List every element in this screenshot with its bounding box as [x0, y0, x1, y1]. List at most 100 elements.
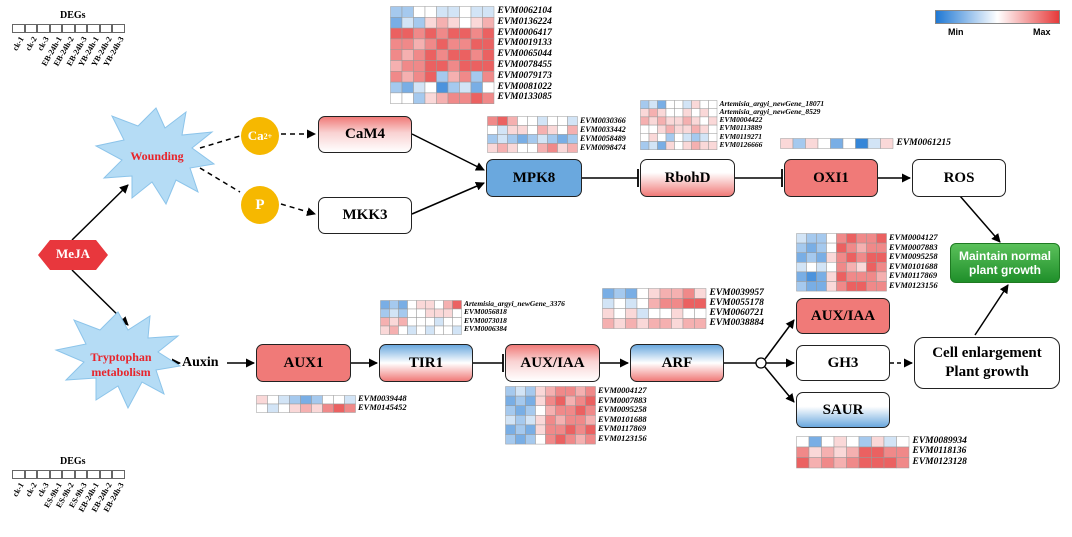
heatmap-cell — [640, 116, 650, 126]
heatmap-cell — [665, 133, 675, 142]
heatmap-cell — [401, 6, 414, 18]
heatmap-cell — [482, 6, 495, 18]
node-gh3-label: GH3 — [827, 354, 859, 371]
heatmap-cell — [545, 386, 556, 397]
heatmap-cell — [625, 318, 638, 329]
heatmap-cell — [821, 436, 835, 448]
heatmap-cell — [547, 134, 558, 144]
heatmap-cell — [883, 436, 897, 448]
node-mpk8: MPK8 — [486, 159, 582, 197]
heatmap-cell — [826, 271, 837, 282]
heatmap-cell — [515, 434, 526, 445]
heatmap-cell — [657, 108, 667, 118]
heatmap-cell — [380, 325, 390, 335]
heatmap-cell — [390, 81, 403, 94]
heatmap-cell — [482, 71, 495, 83]
maintain-label-2: plant growth — [969, 263, 1041, 277]
heatmap-cell — [816, 262, 827, 273]
heatmap-cell — [424, 17, 437, 29]
heatmap-cell — [806, 281, 817, 292]
heatmap-cell — [708, 133, 718, 142]
node-oxi1-label: OXI1 — [813, 169, 849, 186]
heatmap-cell — [555, 434, 566, 445]
meja-label: MeJA — [56, 246, 90, 261]
meja-hexagon — [38, 240, 108, 270]
heatmap-cell — [447, 81, 460, 94]
heatmap-cell — [896, 446, 910, 458]
heatmap-cell — [256, 403, 268, 413]
heatmap-cell — [674, 133, 684, 142]
heatmap-cell — [555, 424, 566, 435]
heatmap-cell — [311, 395, 323, 405]
node-saur-label: SAUR — [822, 401, 864, 418]
heatmap-cell — [507, 125, 518, 135]
heatmap-cell — [547, 116, 558, 126]
heatmap-cell — [497, 134, 508, 144]
heatmap-cell — [674, 124, 684, 134]
heatmap-cell — [424, 81, 437, 94]
calcium-ion-charge: 2+ — [263, 131, 273, 141]
heatmap-cell — [525, 395, 536, 406]
heatmap-cell — [575, 386, 586, 397]
heatmap-cell — [567, 116, 578, 126]
heatmap-cell — [856, 281, 867, 292]
heatmap-cell — [300, 395, 312, 405]
arrow-junction-auxiaa — [764, 319, 795, 360]
heatmap-cell — [424, 38, 437, 50]
color-scale-max: Max — [1033, 27, 1051, 37]
heatmap-cell — [507, 134, 518, 144]
heatmap-cell — [278, 395, 290, 405]
heatmap-cell — [836, 281, 847, 292]
heatmap-cell — [613, 288, 626, 299]
node-auxiaa-mid-label: AUX/IAA — [520, 354, 585, 371]
heatmap-cell — [416, 317, 426, 327]
heatmap-cell — [694, 308, 707, 319]
node-mpk8-label: MPK8 — [512, 169, 556, 186]
heatmap-cell — [482, 38, 495, 50]
heatmap-cell — [699, 141, 709, 150]
heatmap-cell — [517, 143, 528, 153]
heatmap-cell — [846, 457, 860, 469]
heatmap-cell — [505, 395, 516, 406]
gene-label: EVM0095258 — [598, 404, 647, 415]
heatmap-cell — [557, 125, 568, 135]
color-scale-bar — [935, 10, 1060, 24]
heatmap-cell — [699, 133, 709, 142]
gene-label: EVM0126666 — [719, 139, 763, 149]
node-tir1-label: TIR1 — [408, 354, 444, 371]
heatmap-cell — [691, 141, 701, 150]
heatmap-cell — [806, 252, 817, 263]
heatmap-cell — [380, 317, 390, 327]
heatmap-cell — [459, 38, 472, 50]
degs-sample-cell — [87, 24, 100, 33]
heatmap-cell — [289, 395, 301, 405]
heatmap-cell — [333, 395, 345, 405]
heatmap-cell — [447, 60, 460, 72]
heatmap-cell — [826, 252, 837, 263]
gene-label: EVM0007883 — [598, 394, 647, 405]
heatmap-cell — [659, 318, 672, 329]
heatmap-cell — [636, 288, 649, 299]
gene-label: EVM0136224 — [497, 16, 552, 27]
heatmap-cell — [434, 325, 444, 335]
heatmap-cell — [300, 403, 312, 413]
heatmap-cell — [505, 405, 516, 416]
heatmap-cell — [657, 116, 667, 126]
heatmap-cell — [817, 138, 831, 149]
heatmap-cell — [555, 395, 566, 406]
heatmap-cell — [830, 138, 844, 149]
heatmap-cell — [389, 317, 399, 327]
heatmap-cell — [537, 143, 548, 153]
heatmap-cell — [452, 300, 462, 310]
heatmap-cell — [858, 457, 872, 469]
heatmap-cell — [390, 92, 403, 104]
heatmap-cell — [585, 405, 596, 416]
heatmap-cell — [674, 141, 684, 150]
gene-label: EVM0117869 — [598, 423, 647, 434]
degs-sample-cell — [62, 24, 75, 33]
heatmap-cell — [674, 116, 684, 126]
heatmap-cell — [648, 133, 658, 142]
heatmap-cell — [390, 17, 403, 29]
arrow-wounding-p — [199, 167, 241, 193]
